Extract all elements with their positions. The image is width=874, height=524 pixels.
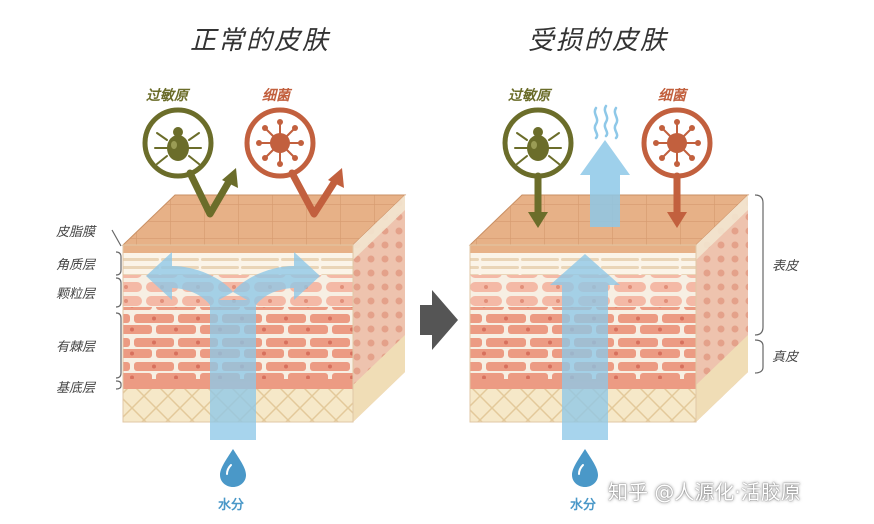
transition-arrow-icon — [420, 290, 458, 350]
right-water-label: 水分 — [570, 498, 597, 513]
region-label-epidermis: 表皮 — [772, 259, 799, 274]
right-water-drop-icon — [572, 449, 598, 487]
damaged-skin-title: 受损的皮肤 — [528, 26, 669, 56]
right-water-flow — [550, 254, 620, 440]
steam-icon — [593, 104, 619, 140]
left-water-label: 水分 — [218, 498, 245, 513]
layer-label-granulosum: 颗粒层 — [56, 287, 96, 302]
layer-label-spinosum: 有棘层 — [56, 340, 96, 355]
left-bacteria-group — [244, 107, 344, 218]
normal-skin-title: 正常的皮肤 — [190, 26, 331, 56]
right-allergen-label: 过敏原 — [508, 88, 550, 104]
layer-label-sebum: 皮脂膜 — [56, 225, 96, 240]
left-allergen-label: 过敏原 — [146, 88, 188, 104]
right-bacteria-group — [641, 107, 713, 228]
right-allergen-group — [502, 107, 574, 228]
mite-icon — [154, 127, 202, 165]
layer-label-basale: 基底层 — [56, 381, 96, 396]
watermark: 知乎 @人源化·活胶原 — [608, 480, 801, 504]
bacteria-icon — [256, 119, 304, 167]
left-layer-brackets — [111, 229, 122, 390]
right-bacteria-label: 细菌 — [658, 88, 686, 104]
right-skin-block — [468, 194, 750, 423]
left-skin-block — [121, 194, 407, 423]
bacteria-icon — [653, 119, 701, 167]
left-water-flow — [146, 252, 320, 440]
layer-label-corneum: 角质层 — [56, 258, 96, 273]
mite-icon — [514, 127, 562, 165]
left-water-drop-icon — [220, 449, 246, 487]
left-bacteria-label: 细菌 — [262, 88, 290, 104]
right-region-brackets — [754, 194, 764, 374]
evaporation-arrow — [580, 140, 630, 227]
region-label-dermis: 真皮 — [772, 350, 799, 365]
left-allergen-group — [142, 107, 238, 218]
